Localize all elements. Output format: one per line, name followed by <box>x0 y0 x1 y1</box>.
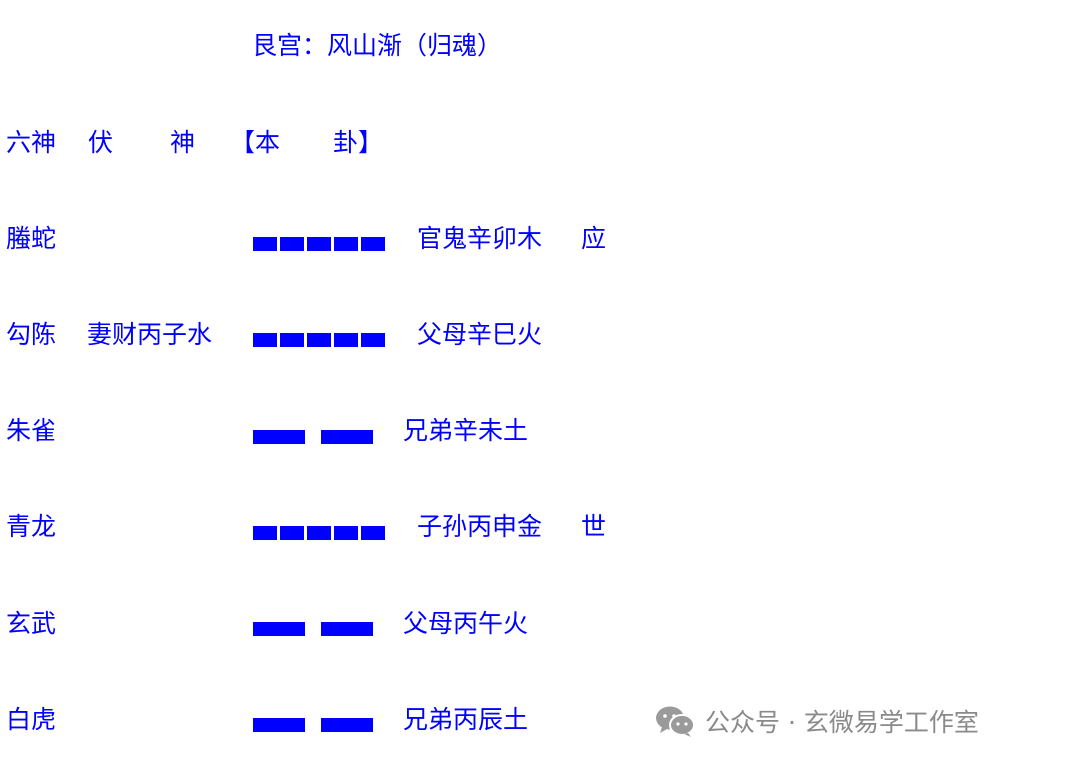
row-liushen: 勾陈 <box>6 320 57 349</box>
row-liushen: 玄武 <box>6 609 57 638</box>
yao-segment <box>307 526 331 540</box>
wechat-icon <box>656 706 695 737</box>
yao-segment <box>253 237 277 251</box>
row-liushen: 朱雀 <box>6 416 57 445</box>
row-liuqin: 父母辛巳火 <box>417 320 543 349</box>
yao-segment <box>307 237 331 251</box>
yao-segment <box>253 526 277 540</box>
header-shen: 神 <box>170 128 196 157</box>
yao-line-yin <box>253 622 385 636</box>
yao-segment <box>334 237 358 251</box>
row-mark-ying: 应 <box>581 224 607 253</box>
yao-line-yang <box>253 526 385 540</box>
header-gua: 卦】 <box>333 128 384 157</box>
row-liuqin: 子孙丙申金 <box>417 512 543 541</box>
yao-segment <box>280 237 304 251</box>
row-liushen: 白虎 <box>6 705 57 734</box>
row-liushen: 青龙 <box>6 512 57 541</box>
page-title: 艮宫：风山渐（归魂） <box>252 31 503 60</box>
row-mark-shi: 世 <box>581 512 607 541</box>
yao-segment <box>334 526 358 540</box>
yao-segment <box>280 333 304 347</box>
yao-segment <box>321 718 373 732</box>
row-liuqin: 官鬼辛卯木 <box>417 224 543 253</box>
header-fu: 伏 <box>88 128 114 157</box>
yao-segment <box>253 430 305 444</box>
yao-segment <box>334 333 358 347</box>
yao-line-yang <box>253 333 385 347</box>
row-liuqin: 兄弟辛未土 <box>403 416 529 445</box>
watermark: 公众号 · 玄微易学工作室 <box>655 703 979 739</box>
yao-segment <box>280 526 304 540</box>
yao-segment <box>253 718 305 732</box>
watermark-text: 公众号 · 玄微易学工作室 <box>705 708 979 737</box>
yao-segment <box>361 237 385 251</box>
header-liushen: 六神 <box>6 128 57 157</box>
yao-segment <box>361 333 385 347</box>
yao-segment <box>321 430 373 444</box>
yao-line-yin <box>253 430 385 444</box>
yao-segment <box>321 622 373 636</box>
row-liushen: 螣蛇 <box>6 224 57 253</box>
header-ben: 【本 <box>230 128 281 157</box>
row-liuqin: 父母丙午火 <box>403 609 529 638</box>
row-fushen: 妻财丙子水 <box>87 320 213 349</box>
yao-segment <box>253 622 305 636</box>
yao-line-yang <box>253 237 385 251</box>
row-liuqin: 兄弟丙辰土 <box>403 705 529 734</box>
yao-line-yin <box>253 718 385 732</box>
yao-segment <box>307 333 331 347</box>
yao-segment <box>253 333 277 347</box>
yao-segment <box>361 526 385 540</box>
